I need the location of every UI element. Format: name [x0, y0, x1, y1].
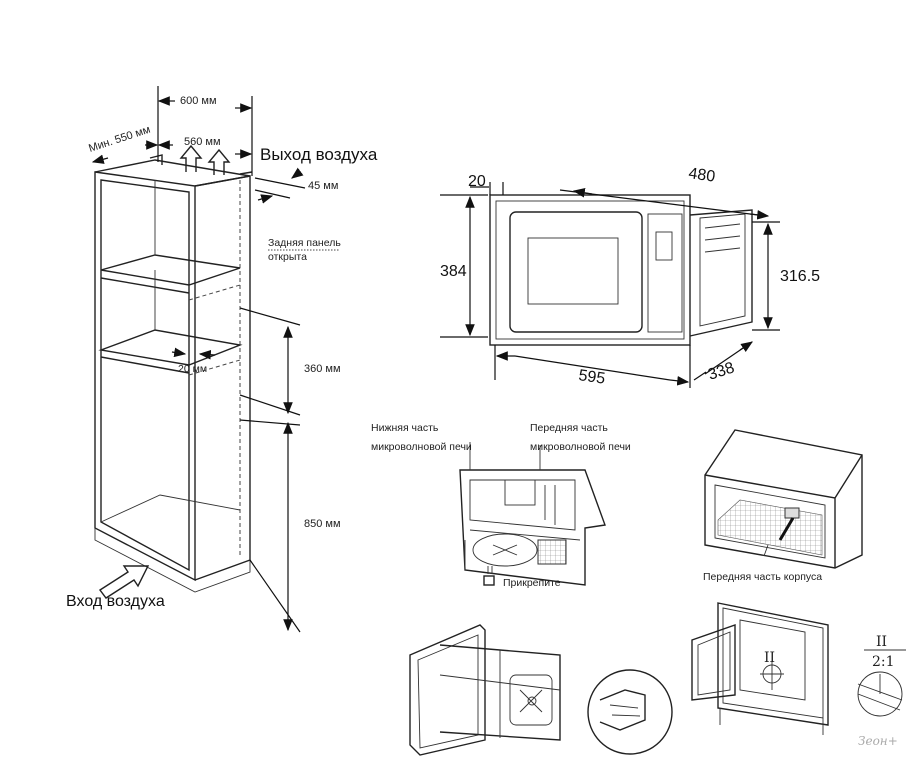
housing-drawing — [704, 429, 863, 569]
height-850-label: 850 мм — [304, 518, 341, 530]
front-part-label-2: микроволновой печи — [530, 441, 631, 453]
depth-338-label: 338 — [706, 359, 737, 383]
height-316-5-label: 316.5 — [780, 268, 820, 285]
door-open-drawing — [691, 602, 829, 735]
front-part-label: Передняя часть — [530, 422, 608, 434]
inner-560-label: 560 мм — [184, 136, 221, 148]
air-in-label: Вход воздуха — [66, 593, 165, 610]
bottom-part-label-2: микроволновой печи — [371, 441, 472, 453]
rear-panel-open-label: открыта — [268, 251, 307, 263]
bracket-detail-circle — [587, 669, 673, 755]
air-out-label: Выход воздуха — [260, 145, 378, 164]
height-360-label: 360 мм — [304, 363, 341, 375]
depth-480-label: 480 — [687, 165, 716, 186]
width-600-label: 600 мм — [180, 95, 217, 107]
watermark: Зеон+ — [858, 734, 898, 748]
detail-zoom-circle — [857, 671, 903, 717]
rear-panel-label: Задняя панель — [268, 237, 341, 249]
microwave-underside-drawing — [459, 442, 606, 586]
attach-label: Прикрепите — [503, 577, 561, 589]
microwave-front-drawing — [489, 194, 753, 346]
depth-min-550-label: Мин. 550 мм — [87, 124, 152, 155]
microwave-dimension-lines — [440, 182, 780, 388]
cabinet-drawing — [94, 154, 253, 593]
air-out-arrows-icon — [179, 144, 231, 175]
detail-view-marker-label: II — [876, 634, 887, 650]
gap-45-label: 45 мм — [308, 180, 338, 192]
air-in-arrow-icon — [98, 565, 150, 599]
detail-marker-label: II — [764, 650, 775, 666]
height-384-label: 384 — [440, 263, 467, 280]
housing-front-label: Передняя часть корпуса — [703, 571, 822, 583]
frame-20-label: 20 — [468, 173, 486, 190]
width-595-label: 595 — [577, 367, 606, 388]
detail-scale-label: 2:1 — [872, 654, 895, 670]
gap-20-label: 20 мм — [178, 363, 207, 375]
screw-icon — [483, 566, 495, 586]
cabinet-dimensions — [91, 86, 306, 633]
bottom-part-label: Нижняя часть — [371, 422, 439, 434]
microwave-insertion-drawing — [409, 624, 561, 756]
